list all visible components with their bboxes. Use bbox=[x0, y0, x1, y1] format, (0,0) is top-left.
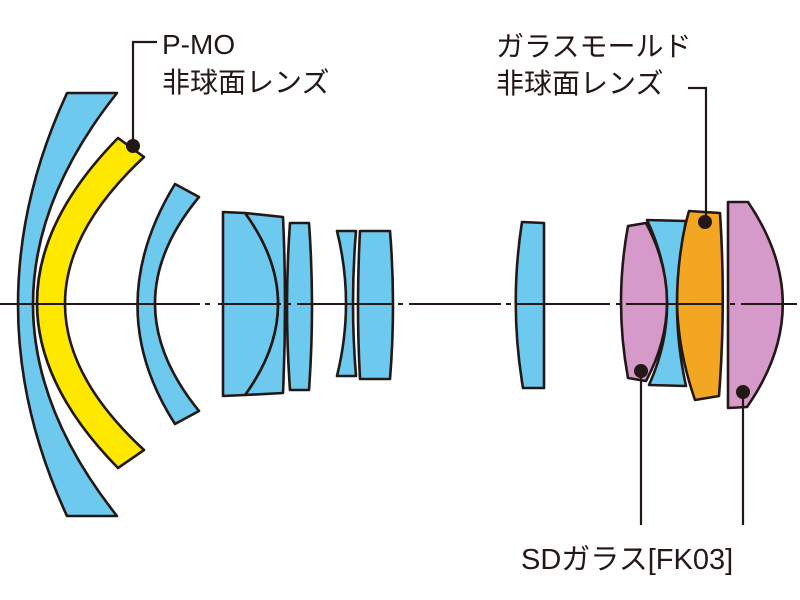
pmo-label-line1: P-MO bbox=[162, 29, 235, 60]
pmo-leader-line bbox=[131, 40, 157, 146]
lens-element-6 bbox=[285, 221, 314, 392]
lens-element-3 bbox=[136, 182, 201, 426]
glass-mold-marker-dot bbox=[698, 215, 712, 229]
glass-mold-label-line2: 非球面レンズ bbox=[496, 68, 663, 99]
lens-element-2-pmo-aspherical bbox=[35, 136, 146, 470]
glass-mold-label-line1: ガラスモールド bbox=[496, 31, 691, 62]
sd-glass-marker-dot-2 bbox=[736, 385, 750, 399]
pmo-label-line2: 非球面レンズ bbox=[162, 67, 329, 98]
sd-glass-marker-dot-1 bbox=[634, 364, 648, 378]
sd-glass-label: SDガラス[FK03] bbox=[521, 544, 733, 576]
pmo-marker-dot bbox=[126, 139, 140, 153]
glass-mold-leader-line bbox=[688, 86, 708, 222]
lens-element-10-sd-glass bbox=[619, 221, 669, 383]
lens-element-1 bbox=[16, 91, 119, 518]
